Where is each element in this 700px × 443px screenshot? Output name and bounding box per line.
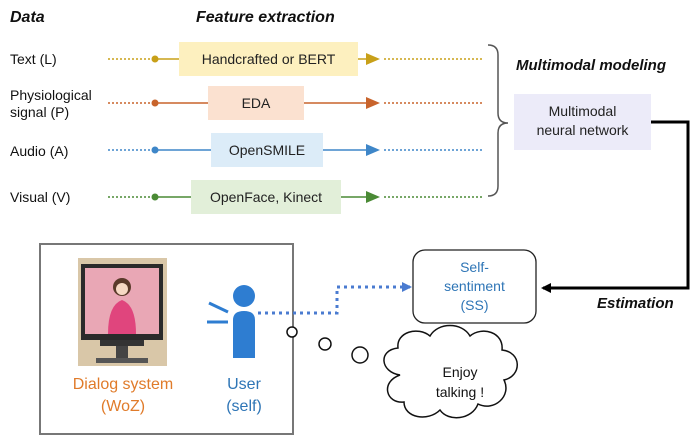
sentiment-line3: (SS) bbox=[460, 297, 489, 313]
modality-label-visual: Visual (V) bbox=[10, 189, 71, 205]
sentiment-line1: Self- bbox=[460, 259, 489, 275]
output-arrowhead-text bbox=[366, 53, 380, 65]
feature-box-audio: OpenSMILE bbox=[211, 133, 323, 167]
feature-box-text: Handcrafted or BERT bbox=[179, 42, 358, 76]
user-line1: User bbox=[227, 376, 261, 393]
dialog-system-label: Dialog system (WoZ) bbox=[58, 374, 188, 418]
thought-dot-medium bbox=[318, 337, 332, 351]
user-line2: (self) bbox=[226, 398, 262, 415]
thought-cloud bbox=[383, 324, 518, 419]
estimation-arrow bbox=[541, 120, 690, 293]
sentiment-line2: sentiment bbox=[444, 278, 505, 294]
bubble-line2: talking ! bbox=[435, 384, 485, 400]
header-feature-extraction: Feature extraction bbox=[196, 9, 335, 26]
model-box-label: Multimodal neural network bbox=[514, 102, 651, 140]
bubble-text: Enjoy talking ! bbox=[420, 362, 500, 402]
model-box-line2: neural network bbox=[536, 122, 629, 138]
thought-dot-small bbox=[286, 326, 298, 338]
bubble-line1: Enjoy bbox=[442, 364, 478, 380]
thought-dot-large bbox=[351, 346, 369, 364]
modality-label-text: Text (L) bbox=[10, 51, 57, 67]
dialog-system-line1: Dialog system bbox=[72, 376, 174, 393]
feature-box-visual: OpenFace, Kinect bbox=[191, 180, 341, 214]
user-icon bbox=[207, 285, 255, 358]
monitor-photo bbox=[78, 258, 167, 366]
dialog-system-line2: (WoZ) bbox=[100, 398, 146, 415]
header-data: Data bbox=[10, 9, 45, 26]
output-arrowhead-visual bbox=[366, 191, 380, 203]
merge-brace bbox=[487, 44, 509, 197]
header-multimodal-modeling: Multimodal modeling bbox=[516, 57, 666, 74]
header-estimation: Estimation bbox=[597, 295, 674, 312]
model-box-line1: Multimodal bbox=[548, 103, 617, 119]
sentiment-box bbox=[412, 249, 537, 324]
sentiment-box-label: Self- sentiment (SS) bbox=[413, 258, 536, 315]
modality-label-audio: Audio (A) bbox=[10, 143, 69, 159]
user-to-sentiment-arrow bbox=[258, 282, 412, 315]
feature-box-physio: EDA bbox=[208, 86, 304, 120]
modality-label-physio: Physiological signal (P) bbox=[10, 87, 92, 120]
output-arrowhead-audio bbox=[366, 144, 380, 156]
modality-rows bbox=[108, 53, 482, 203]
model-box bbox=[514, 94, 651, 150]
output-arrowhead-physio bbox=[366, 97, 380, 109]
user-label: User (self) bbox=[214, 374, 274, 418]
